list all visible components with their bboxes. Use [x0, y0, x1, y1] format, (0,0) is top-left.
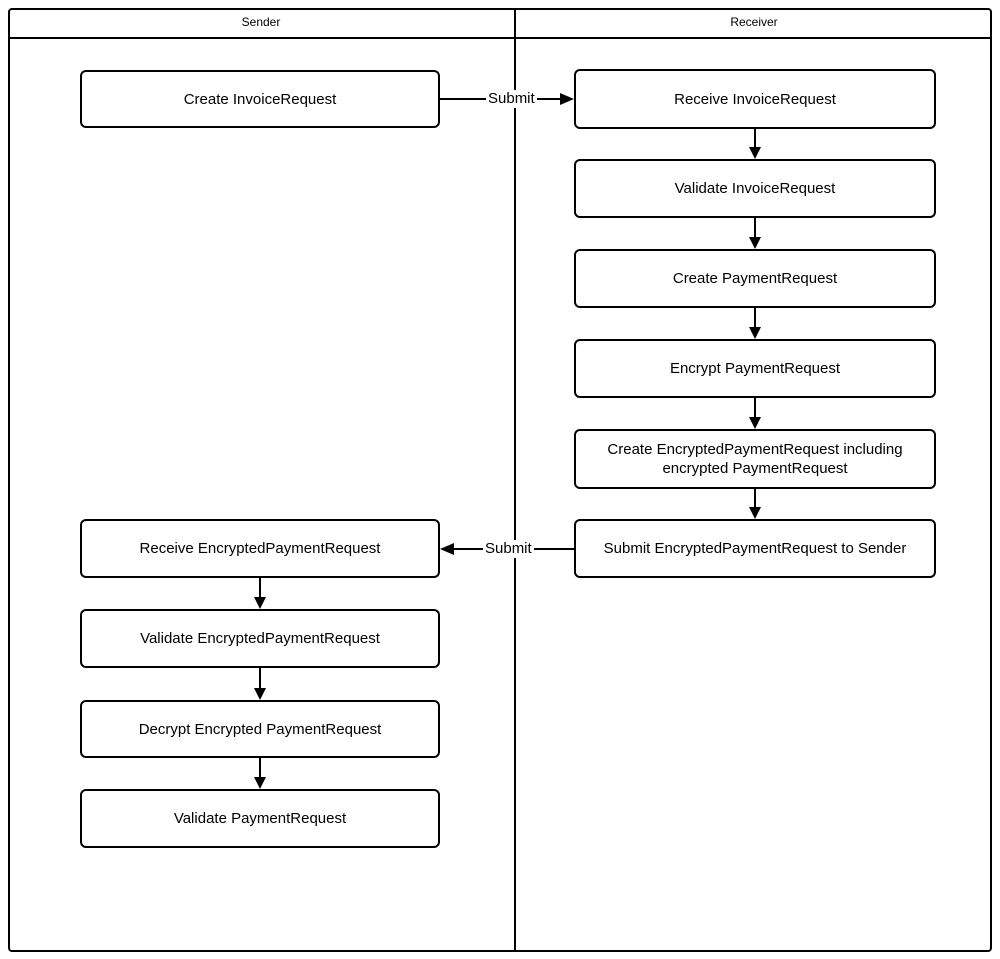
lane-title-sender: Sender [241, 15, 281, 29]
node-create-encrypted-payment-request: Create EncryptedPaymentRequest including… [574, 429, 936, 489]
node-submit-encrypted-payment-request: Submit EncryptedPaymentRequest to Sender [574, 519, 936, 578]
node-create-payment-request: Create PaymentRequest [574, 249, 936, 308]
node-encrypt-payment-request: Encrypt PaymentRequest [574, 339, 936, 398]
swimlane-lane-divider [514, 8, 516, 952]
edge-label-submit-to-sender: Submit [483, 540, 534, 558]
edge-label-submit-to-receiver: Submit [486, 90, 537, 108]
node-validate-encrypted-payment-request: Validate EncryptedPaymentRequest [80, 609, 440, 668]
node-receive-encrypted-payment-request: Receive EncryptedPaymentRequest [80, 519, 440, 578]
node-validate-invoice-request: Validate InvoiceRequest [574, 159, 936, 218]
lane-title-receiver: Receiver [730, 15, 778, 29]
node-decrypt-encrypted-payment-request: Decrypt Encrypted PaymentRequest [80, 700, 440, 758]
node-create-invoice-request: Create InvoiceRequest [80, 70, 440, 128]
swimlane-header-divider [8, 37, 992, 39]
node-validate-payment-request: Validate PaymentRequest [80, 789, 440, 848]
node-receive-invoice-request: Receive InvoiceRequest [574, 69, 936, 129]
